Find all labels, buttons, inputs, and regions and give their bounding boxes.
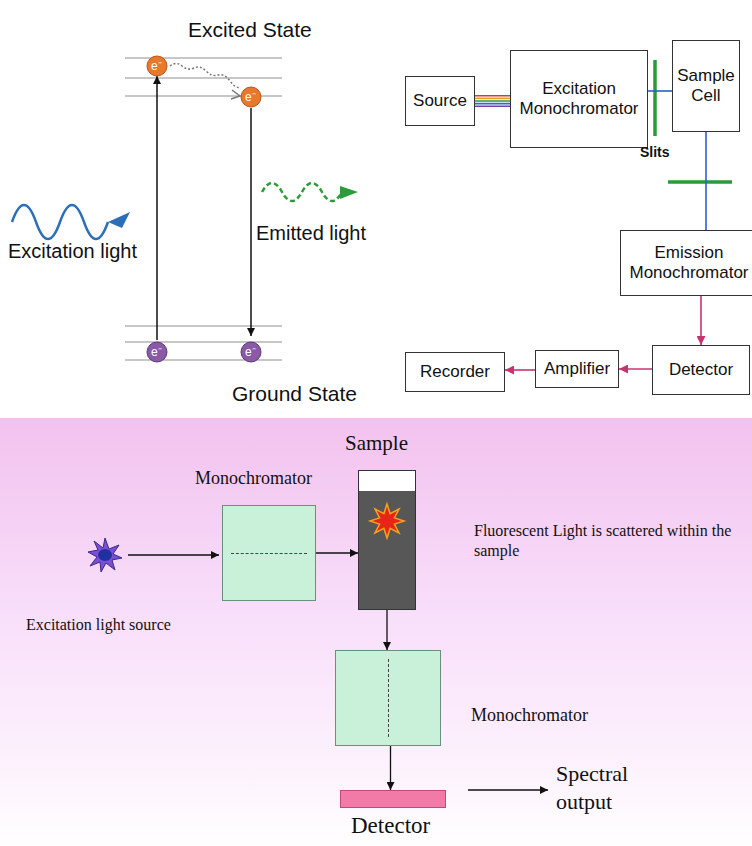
light-source-star xyxy=(88,538,122,572)
connector xyxy=(316,553,358,554)
state-label: Ground State xyxy=(232,382,357,406)
output-arrow xyxy=(468,789,548,790)
monochromator-box: Monochromator xyxy=(335,650,441,746)
fluorescence-burst xyxy=(359,493,415,553)
part-label: Monochromator xyxy=(471,705,588,726)
grating-line xyxy=(388,659,389,737)
process-box: Amplifier xyxy=(535,350,619,388)
box-label: Amplifier xyxy=(544,359,610,379)
connector xyxy=(475,96,510,106)
process-box: Emission Monochromator xyxy=(620,230,752,296)
electron-symbol: e⁻ xyxy=(245,343,256,360)
box-label: Detector xyxy=(669,360,733,380)
part-label: Sample xyxy=(345,431,408,456)
connector xyxy=(505,370,535,371)
relaxation-head xyxy=(231,90,240,99)
excitation-wave-head xyxy=(108,212,130,228)
energy-levels xyxy=(125,58,282,360)
electron-symbol: e⁻ xyxy=(151,343,162,360)
state-label: Excited State xyxy=(188,18,312,42)
emission-arrow xyxy=(250,108,252,336)
connector xyxy=(390,746,391,790)
monochromator-box: Monochromator xyxy=(222,505,316,601)
process-box: Sample Cell xyxy=(672,40,740,132)
process-box: Recorder xyxy=(405,352,505,392)
detector-bar: Detector xyxy=(340,790,446,808)
note-text: Fluorescent Light is scattered within th… xyxy=(474,521,746,561)
process-box: Source xyxy=(405,76,475,126)
part-label: Monochromator xyxy=(195,468,312,489)
connector xyxy=(701,296,702,345)
box-label: Emission Monochromator xyxy=(621,243,752,284)
slit-label: Slits xyxy=(640,144,670,160)
sample-cuvette: Sample xyxy=(358,470,416,610)
process-box: Detector xyxy=(652,345,750,395)
absorption-arrow xyxy=(156,76,158,340)
filter-bar xyxy=(653,60,657,136)
relaxation-path xyxy=(170,64,240,88)
electron-symbol: e⁻ xyxy=(151,57,162,74)
emitted-wave-head xyxy=(340,186,358,199)
output-label: Spectral output xyxy=(556,760,666,815)
electron-symbol: e⁻ xyxy=(245,88,256,105)
connector xyxy=(619,369,652,370)
grating-line xyxy=(231,553,307,554)
note-text: Excitation light source xyxy=(26,616,171,634)
box-label: Source xyxy=(413,91,467,111)
slit-bar xyxy=(668,180,732,184)
source-arrow xyxy=(128,554,219,555)
process-box: Excitation Monochromator xyxy=(510,50,648,148)
light-label: Emitted light xyxy=(256,222,366,245)
connector xyxy=(387,610,388,650)
connector xyxy=(648,91,672,92)
box-label: Excitation Monochromator xyxy=(511,79,647,120)
emitted-wave xyxy=(262,183,342,201)
electrons xyxy=(147,56,261,362)
box-label: Recorder xyxy=(420,362,490,382)
light-label: Excitation light xyxy=(8,240,137,263)
excitation-wave xyxy=(12,205,108,239)
connector xyxy=(706,132,707,230)
box-label: Sample Cell xyxy=(673,66,739,107)
part-label: Detector xyxy=(351,813,430,839)
